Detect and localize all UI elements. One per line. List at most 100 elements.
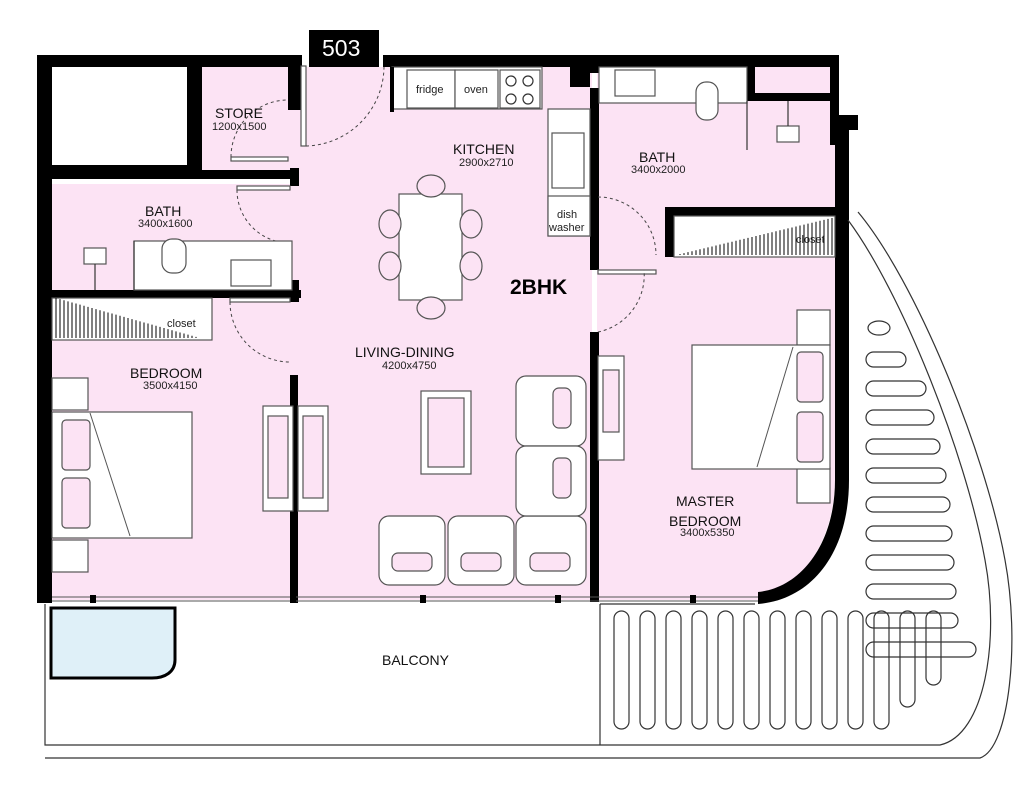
louver-horizontal bbox=[865, 554, 955, 571]
room-labels: STORE 1200x1500 KITCHEN 2900x2710 BATH 3… bbox=[130, 105, 741, 668]
wall-kitchen-right bbox=[590, 88, 599, 270]
wall-mid-stub bbox=[570, 67, 590, 87]
basin-left-icon bbox=[230, 259, 272, 287]
master-bedroom-label-1: MASTER bbox=[676, 493, 734, 509]
wall-kitchen-right-top bbox=[590, 55, 599, 73]
wall-lift-side bbox=[187, 55, 202, 173]
wall-lift-bottom bbox=[37, 165, 202, 179]
louver-vertical bbox=[665, 610, 682, 730]
dishwasher-label-1: dish bbox=[557, 209, 577, 221]
bedroom-door-leaf bbox=[229, 297, 291, 303]
wall-left bbox=[37, 55, 52, 603]
master-bed bbox=[691, 309, 831, 504]
chair-right-2 bbox=[459, 251, 483, 281]
bath-right-label: BATH bbox=[639, 149, 675, 165]
oven bbox=[454, 69, 499, 109]
kitchen-label: KITCHEN bbox=[453, 141, 514, 157]
fridge-label: fridge bbox=[416, 84, 444, 96]
bedside-left-top bbox=[51, 377, 89, 411]
kitchen: fridge oven dish washer bbox=[390, 66, 591, 237]
wall-lift-core bbox=[37, 55, 202, 67]
sofa-side-1 bbox=[515, 375, 587, 447]
bedside-master-bottom bbox=[796, 467, 831, 504]
wall-top-right bbox=[383, 55, 838, 67]
wall-bottom-left bbox=[37, 592, 52, 603]
wc-left-icon bbox=[161, 238, 187, 274]
dining-table bbox=[398, 193, 463, 301]
louver-vertical bbox=[613, 610, 630, 730]
bath-left-fixtures bbox=[83, 238, 293, 291]
wall-closet-top bbox=[665, 207, 840, 216]
chair-left-1 bbox=[378, 209, 402, 239]
louver-vertical bbox=[821, 610, 838, 730]
closet-left-label: closet bbox=[167, 318, 196, 330]
dishwasher bbox=[547, 195, 591, 237]
store-dims: 1200x1500 bbox=[212, 121, 266, 133]
wall-bath-right-low bbox=[290, 280, 299, 302]
louver-horizontal bbox=[865, 583, 957, 600]
louver-horizontal bbox=[865, 438, 941, 455]
wall-store-bottom bbox=[187, 170, 299, 179]
bedroom-dims: 3500x4150 bbox=[143, 380, 197, 392]
wall-shaft-top bbox=[747, 55, 837, 67]
unit-number: 503 bbox=[322, 35, 360, 61]
living-dining-label: LIVING-DINING bbox=[355, 344, 455, 360]
louver-vertical bbox=[717, 610, 734, 730]
louver-horizontal bbox=[865, 496, 951, 513]
louver-vertical bbox=[899, 610, 916, 708]
store-label: STORE bbox=[215, 105, 263, 121]
closet-right-label: closet bbox=[796, 234, 825, 246]
wall-closet-side bbox=[665, 207, 674, 257]
louver-horizontal bbox=[865, 467, 947, 484]
louver-horizontal bbox=[865, 380, 927, 397]
bedside-left-bottom bbox=[51, 539, 89, 573]
store-door-leaf bbox=[230, 156, 289, 162]
living-furniture bbox=[262, 355, 625, 586]
sink-icon bbox=[551, 132, 585, 189]
bath-left-label: BATH bbox=[145, 203, 181, 219]
balcony-label: BALCONY bbox=[382, 652, 450, 668]
walls bbox=[37, 55, 858, 604]
chair-right-1 bbox=[459, 209, 483, 239]
kitchen-dims: 2900x2710 bbox=[459, 157, 513, 169]
louver-horizontal bbox=[865, 525, 953, 542]
louver-horizontal bbox=[865, 612, 959, 629]
living-dining-dims: 4200x4750 bbox=[382, 360, 436, 372]
hob-icon bbox=[499, 69, 541, 109]
louver-horizontal bbox=[865, 641, 977, 658]
basin-right-icon bbox=[614, 69, 656, 97]
closet-right: closet bbox=[673, 215, 836, 258]
wall-shaft-side bbox=[747, 55, 755, 100]
oven-label: oven bbox=[464, 84, 488, 96]
bath-right-door-leaf bbox=[597, 269, 657, 275]
unit-number-tag: 503 bbox=[309, 30, 379, 67]
wall-shaft-bottom bbox=[747, 93, 837, 101]
lift-core bbox=[52, 67, 187, 165]
plunge-pool bbox=[49, 606, 177, 680]
wall-master-left bbox=[590, 332, 599, 602]
dishwasher-label-2: washer bbox=[548, 222, 585, 234]
wall-right-curve bbox=[758, 115, 858, 604]
wc-right-icon bbox=[695, 81, 719, 121]
chair-top bbox=[416, 174, 446, 198]
bedroom-bed bbox=[51, 377, 193, 573]
bath-left-dims: 3400x1600 bbox=[138, 218, 192, 230]
fridge bbox=[406, 69, 456, 109]
louver-vertical bbox=[639, 610, 656, 730]
chair-left-2 bbox=[378, 251, 402, 281]
dining-table-set bbox=[378, 174, 483, 320]
louver-small bbox=[867, 320, 891, 336]
louver-vertical bbox=[847, 610, 864, 730]
closet-left: closet bbox=[51, 297, 213, 341]
bedside-master-top bbox=[796, 309, 831, 346]
chair-bottom bbox=[416, 296, 446, 320]
master-bedroom-label-2: BEDROOM bbox=[669, 513, 741, 529]
bath-right-fixtures bbox=[598, 66, 800, 150]
entrance-door-leaf bbox=[300, 65, 307, 147]
louver-vertical bbox=[691, 610, 708, 730]
wall-bedroom-right bbox=[290, 375, 298, 603]
louver-vertical bbox=[925, 610, 942, 686]
shower-left-icon bbox=[83, 247, 107, 265]
wall-right-upper bbox=[830, 55, 839, 145]
